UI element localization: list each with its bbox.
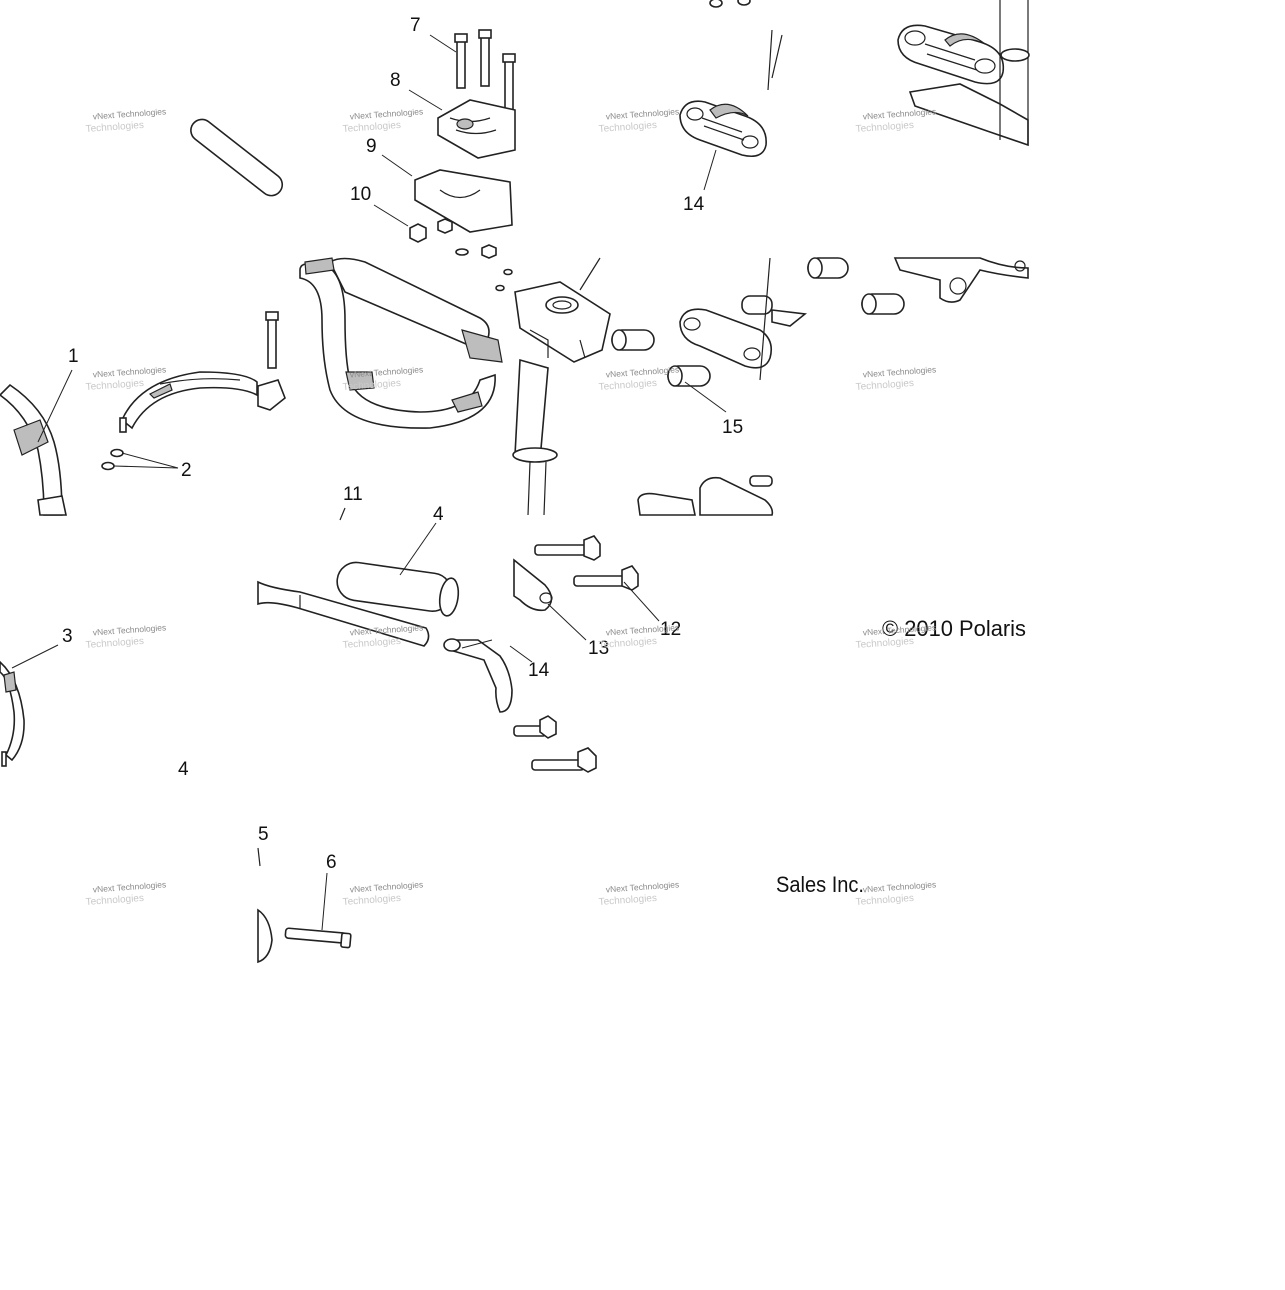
screw-6: [284, 927, 352, 949]
throttle-14: [443, 638, 513, 713]
callout-15: 15: [722, 417, 743, 438]
watermark-text-shadow: Technologies: [855, 120, 914, 135]
riser-block-14-top: [679, 100, 767, 158]
callout-2: 2: [181, 460, 192, 481]
callout-4a: 4: [433, 504, 444, 525]
watermark-text: vNext Technologies: [92, 364, 166, 379]
callout-12: 12: [660, 619, 681, 640]
watermark-text-shadow: Technologies: [342, 120, 401, 135]
watermark-text: vNext Technologies: [349, 879, 423, 894]
handlebar-lower-11: [257, 507, 430, 647]
watermark-text-shadow: Technologies: [598, 636, 657, 651]
watermark-text-shadow: Technologies: [85, 893, 144, 908]
credit-line-1: © 2010 Polaris: [882, 616, 1026, 641]
watermark-text-shadow: Technologies: [598, 378, 657, 393]
watermark-text-shadow: Technologies: [342, 893, 401, 908]
watermark-text-shadow: Technologies: [855, 893, 914, 908]
grip-4: [336, 561, 460, 617]
bracket-bottom-center: [637, 475, 774, 516]
watermark-text: vNext Technologies: [92, 106, 166, 121]
callout-6: 6: [326, 852, 337, 873]
handguard-top: [119, 371, 258, 433]
nuts-top: [709, 0, 751, 8]
watermark-text-shadow: Technologies: [342, 378, 401, 393]
watermark-text: vNext Technologies: [862, 106, 936, 121]
steering-post-center: [512, 257, 611, 516]
watermark-text-shadow: Technologies: [85, 636, 144, 651]
watermark-text: vNext Technologies: [605, 106, 679, 121]
lower-clamp-9: [414, 169, 513, 233]
watermark-text-shadow: Technologies: [85, 378, 144, 393]
bolts-12: [534, 535, 639, 591]
callout-14b: 14: [683, 194, 705, 215]
watermark-text: vNext Technologies: [605, 879, 679, 894]
handguard-3: [0, 660, 25, 767]
callout-14a: 14: [528, 660, 550, 681]
riser-block-center: [679, 257, 807, 381]
watermark-text: vNext Technologies: [862, 364, 936, 379]
handlebar-mount-top-right: [897, 0, 1030, 147]
copyright-credit: © 2010 Polaris Sales Inc.: [776, 616, 1026, 897]
watermark-text: vNext Technologies: [862, 879, 936, 894]
credit-line-2: Sales Inc.: [776, 872, 864, 897]
callout-3: 3: [62, 626, 73, 647]
callout-1: 1: [68, 346, 79, 367]
leader-lines: [11, 34, 727, 931]
watermark-text: vNext Technologies: [92, 879, 166, 894]
callout-10: 10: [350, 184, 371, 205]
upper-clamp-8: [437, 99, 516, 159]
callout-8: 8: [390, 70, 401, 91]
watermark-text-shadow: Technologies: [855, 636, 914, 651]
callout-labels: 1 2 3 4 4 5 6 7 8 9 10 11 12 13 14 14 15: [62, 15, 743, 873]
plate-13: [513, 558, 553, 612]
mount-right-center: [893, 257, 1029, 303]
handlebar-1: [0, 383, 67, 516]
watermark-text-shadow: Technologies: [85, 120, 144, 135]
watermark-text-shadow: Technologies: [855, 378, 914, 393]
watermark-text-shadow: Technologies: [598, 120, 657, 135]
watermark-text-shadow: Technologies: [342, 636, 401, 651]
screws-7: [454, 29, 516, 111]
callout-5: 5: [258, 824, 269, 845]
bushings-15: [611, 257, 905, 387]
bolt-top-left: [190, 118, 284, 197]
bolts-bottom: [513, 715, 597, 773]
callout-11: 11: [343, 484, 363, 505]
callout-4b: 4: [178, 759, 189, 780]
handlebar-assembly-center: [257, 257, 503, 429]
steering-post-top: [767, 29, 783, 91]
washers-2: [101, 448, 124, 471]
watermark-text-shadow: Technologies: [598, 893, 657, 908]
watermark-text: vNext Technologies: [349, 106, 423, 121]
watermark-text: vNext Technologies: [92, 622, 166, 637]
handguard-5: [257, 847, 273, 964]
callout-9: 9: [366, 136, 377, 157]
watermark-text: vNext Technologies: [349, 364, 423, 379]
callout-7: 7: [410, 15, 421, 36]
callout-13: 13: [588, 638, 609, 659]
nuts-10: [409, 218, 513, 292]
